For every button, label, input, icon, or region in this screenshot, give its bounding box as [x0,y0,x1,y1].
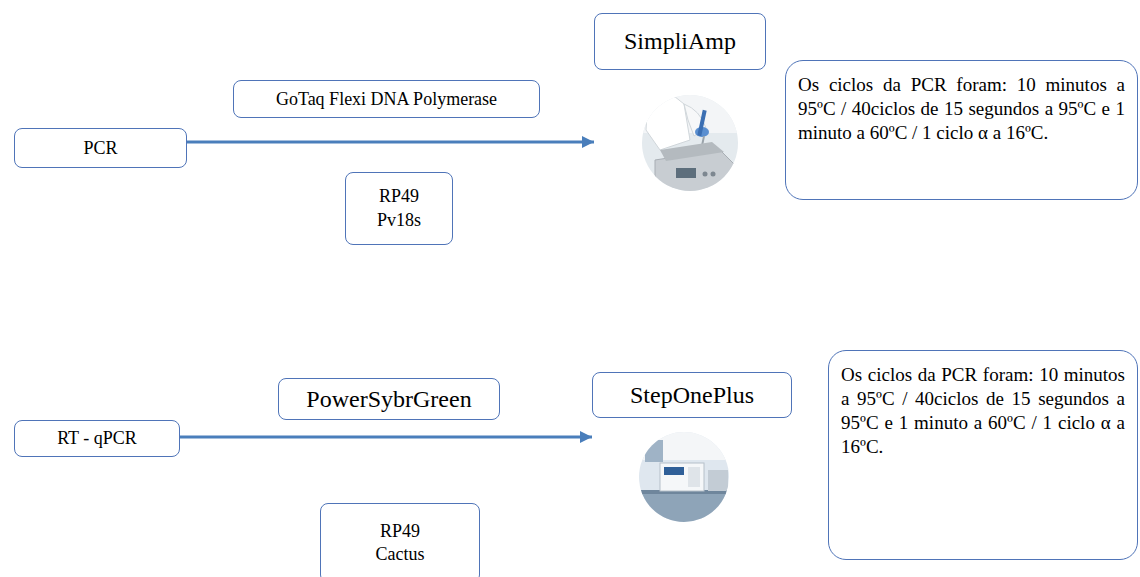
box-label: RP49 Cactus [376,520,425,567]
note-text: Os ciclos da PCR foram: 10 minutos a 95º… [798,73,1125,145]
instrument-box: StepOnePlus [592,372,792,524]
box-label: SimpliAmp [624,28,736,55]
instrument-label-box: StepOnePlus [592,372,792,418]
cycle-callout: Os ciclos da PCR foram: 10 minutos a 95º… [785,60,1138,200]
gene-box: RP49 Cactus [320,503,480,577]
instrument-label-box: SimpliAmp [594,13,766,70]
instrument-door [688,467,700,487]
lab-coat [646,93,690,150]
box-label: GoTaq Flexi DNA Polymerase [276,89,497,110]
box-label: PCR [83,138,117,159]
box-label: RP49 Pv18s [377,185,421,232]
reagent-box: GoTaq Flexi DNA Polymerase [233,80,540,118]
lab-bench [636,492,736,527]
lab-shelf [645,440,663,462]
reagent-box: PowerSybrGreen [278,378,500,420]
cycle-callout: Os ciclos da PCR foram: 10 minutos a 95º… [828,350,1138,560]
box-label: RT - qPCR [57,428,137,449]
instrument-panel [664,467,684,475]
thermocycler-photo [640,93,740,200]
box-label: StepOnePlus [630,382,754,409]
process-box: RT - qPCR [14,420,180,457]
thermocycler-button [703,172,708,177]
flow-arrow [180,436,592,439]
thermocycler-button [711,172,716,177]
pipette [697,110,706,136]
note-text: Os ciclos da PCR foram: 10 minutos a 95º… [841,363,1125,459]
process-box: PCR [14,128,187,168]
gene-box: RP49 Pv18s [345,172,453,245]
thermocycler-lid [660,142,724,161]
photo-background [640,93,740,193]
lab-computer [708,470,728,491]
instrument-box: SimpliAmp [594,13,766,195]
steponeplus-photo [636,430,736,527]
steponeplus-instrument [660,463,704,491]
box-label: PowerSybrGreen [306,386,471,413]
thermocycler-screen [676,168,696,178]
flow-arrow [187,141,594,144]
